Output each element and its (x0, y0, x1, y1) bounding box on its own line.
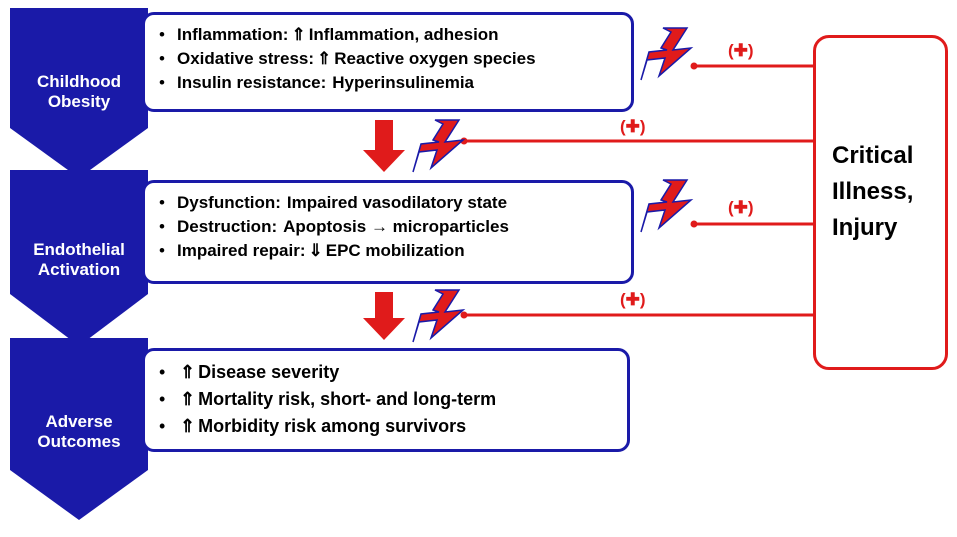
lightning-bolt-icon (412, 119, 466, 173)
bullet: • (159, 241, 165, 260)
lightning-bolt-icon (640, 27, 694, 81)
stage-label-childhood-obesity: Childhood Obesity (36, 72, 122, 111)
lightning-bolt-icon (412, 289, 466, 343)
up-arrow-icon: ⇑ (317, 49, 332, 68)
item-text: Reactive oxygen species (334, 49, 536, 68)
down-arrow-2 (363, 292, 405, 340)
list-item: • Oxidative stress:⇑Reactive oxygen speci… (159, 47, 621, 71)
bullet: • (159, 362, 166, 382)
list-item: • ⇑Morbidity risk among survivors (159, 413, 617, 440)
adverse-outcomes-box: •⇑Disease severity •⇑Mortality risk, sho… (142, 348, 630, 452)
item-text: Inflammation, adhesion (308, 25, 499, 44)
chevron-adverse-outcomes (10, 338, 148, 520)
chevron-childhood-obesity (10, 8, 148, 178)
connector-dot-3 (690, 220, 698, 228)
plus-label-3: (✚) (728, 198, 754, 217)
list-item: • Impaired repair:⇓EPC mobilization (159, 239, 621, 263)
connector-dot-1 (690, 62, 698, 70)
list-item: • Destruction: Apoptosis → microparticles (159, 215, 621, 239)
item-text: Mortality risk, short- and long-term (198, 389, 497, 409)
item-text: Apoptosis → microparticles (283, 217, 509, 236)
bullet: • (159, 389, 166, 409)
up-arrow-icon: ⇑ (180, 416, 196, 436)
item-prefix: Oxidative stress: (177, 49, 315, 68)
item-text: Morbidity risk among survivors (198, 416, 467, 436)
list-item: • Insulin resistance: Hyperinsulinemia (159, 71, 621, 95)
item-text: EPC mobilization (325, 241, 465, 260)
item-prefix: Dysfunction: (177, 193, 281, 212)
lightning-bolt-icon (640, 179, 694, 233)
down-arrow-icon: ⇓ (308, 241, 323, 260)
chevron-endothelial-activation (10, 170, 148, 346)
item-prefix: Inflammation: (177, 25, 289, 44)
connector-dot-2 (460, 137, 468, 145)
bullet: • (159, 49, 165, 68)
list-item: • Dysfunction: Impaired vasodilatory state (159, 191, 621, 215)
item-prefix: Insulin resistance: (177, 73, 327, 92)
bullet: • (159, 73, 165, 92)
critical-illness-box: Critical Illness, Injury (813, 35, 948, 370)
item-prefix: Destruction: (177, 217, 278, 236)
bullet: • (159, 217, 165, 236)
bullet: • (159, 416, 166, 436)
plus-label-4: (✚) (620, 290, 646, 309)
endothelial-mechanisms-box: • Dysfunction: Impaired vasodilatory state… (142, 180, 634, 284)
bullet: • (159, 25, 165, 44)
up-arrow-icon: ⇑ (180, 389, 196, 409)
item-text: Disease severity (198, 362, 340, 382)
stage-label-adverse-outcomes: Adverse Outcomes (37, 412, 121, 451)
down-arrow-1 (363, 120, 405, 172)
list-item: • ⇑Mortality risk, short- and long-term (159, 386, 617, 413)
list-item: • ⇑Disease severity (159, 359, 617, 386)
plus-label-1: (✚) (728, 41, 754, 60)
item-text: Impaired vasodilatory state (286, 193, 508, 212)
list-item: • Inflammation:⇑Inflammation, adhesion (159, 23, 621, 47)
critical-illness-label: Critical Illness, Injury (832, 142, 914, 241)
plus-label-2: (✚) (620, 117, 646, 136)
connector-dot-4 (460, 311, 468, 319)
stage-label-endothelial-activation: Endothelial Activation (33, 240, 125, 279)
item-prefix: Impaired repair: (177, 241, 306, 260)
obesity-mechanisms-box: •Inflammation:⇑Inflammation, adhesion •O… (142, 12, 634, 112)
bullet: • (159, 193, 165, 212)
up-arrow-icon: ⇑ (180, 362, 196, 382)
item-text: Hyperinsulinemia (332, 73, 474, 92)
up-arrow-icon: ⇑ (291, 25, 306, 44)
